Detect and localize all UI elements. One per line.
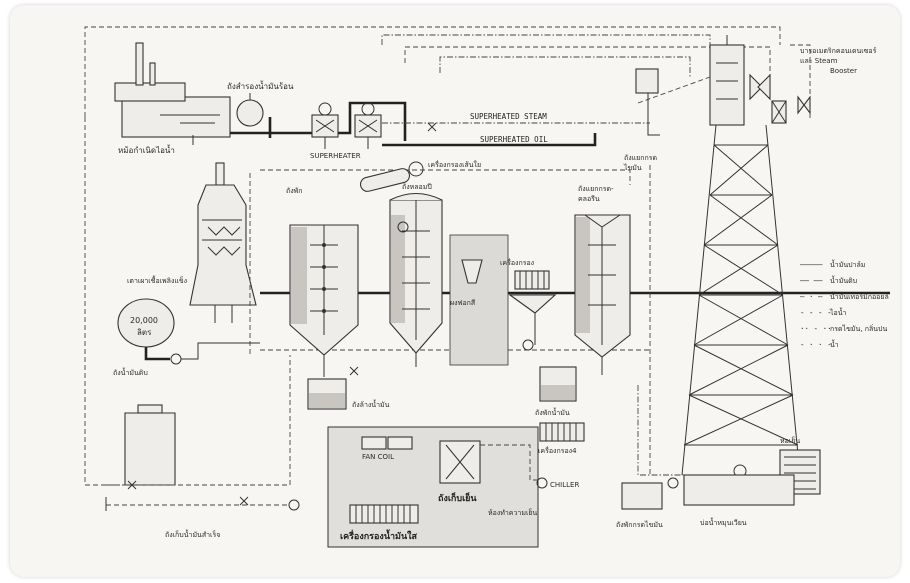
capacity-unit: ลิตร <box>137 328 152 337</box>
vacuum-note-1: บารอเมตริกคอนเดนเซอร์ <box>800 47 877 55</box>
crude-oil-tank: 20,000 ลิตร <box>118 299 181 364</box>
finished-tank-label: ถังเก็บน้ำมันสำเร็จ <box>165 528 220 539</box>
chiller-label: CHILLER <box>550 481 579 489</box>
tank-b-label: ถังหลอมปี <box>402 183 432 191</box>
capacity-value: 20,000 <box>130 316 158 325</box>
filter-machine-label: เครื่องกรองเส้นใย <box>428 160 481 169</box>
svg-text:น้ำมันเทอร์มิกออยล์: น้ำมันเทอร์มิกออยล์ <box>830 290 889 301</box>
acid-col-label: ถังแยกกรด- <box>578 185 614 193</box>
acid-separator-column <box>575 215 630 375</box>
legend-item: - · · - น้ำ <box>800 338 839 349</box>
svg-text:กรดไขมัน, กลิ่นปน: กรดไขมัน, กลิ่นปน <box>830 324 887 333</box>
wash-tank <box>308 379 346 409</box>
fat-heater-label: เตาเผาเชื้อเพลิงแข็ง <box>127 274 187 285</box>
cooling-pond-label: บ่อน้ำหมุนเวียน <box>700 516 747 527</box>
legend-item: ·· - ·· กรดไขมัน, กลิ่นปน <box>800 324 887 333</box>
heater-tower <box>190 163 256 323</box>
crude-oil-tank-label: ถังน้ำมันดิบ <box>113 366 148 377</box>
steam-booster <box>750 75 810 123</box>
vacuum-note-3: Booster <box>830 67 857 75</box>
hot-oil-tank-label: ถังสำรองน้ำมันร้อน <box>227 80 294 91</box>
vacuum-note-2: และ Steam <box>800 57 838 65</box>
legend-item: ————— น้ำมันปาล์ม <box>800 258 865 269</box>
superheater-label: SUPERHEATER <box>310 152 361 160</box>
acid-tank-label: ถังพักกรดไขมัน <box>616 520 663 529</box>
legend-item: —— —— น้ำมันดิบ <box>800 274 857 285</box>
filter-col-label: ถังแยกกรด <box>624 154 657 162</box>
filter-4 <box>540 423 584 441</box>
melting-tank-b <box>390 194 442 368</box>
svg-text:ไอน้ำ: ไอน้ำ <box>829 306 847 317</box>
superheated-oil-label: SUPERHEATED OIL <box>480 135 548 144</box>
wash-tank-label: ถังล้างน้ำมัน <box>352 398 390 409</box>
cold-room-label: ห้องทำความเย็น <box>488 508 537 517</box>
boiler <box>115 43 230 145</box>
legend-item: — · — น้ำมันเทอร์มิกออยล์ <box>800 290 889 301</box>
svg-text:—————: ————— <box>800 260 823 269</box>
superheater <box>312 103 381 149</box>
process-flow-diagram: หม้อกำเนิดไอน้ำ ถังสำรองน้ำมันร้อน SUPER… <box>10 5 900 577</box>
svg-text:- - - -: - - - - <box>800 308 832 317</box>
filter-press <box>510 271 555 350</box>
hot-oil-tank <box>237 93 263 126</box>
legend: ————— น้ำมันปาล์ม —— —— น้ำมันดิบ — · — … <box>800 258 889 349</box>
svg-text:·· - ··: ·· - ·· <box>800 324 832 333</box>
bleach-label: ผงฟอกสี <box>450 299 476 307</box>
boiler-label: หม้อกำเนิดไอน้ำ <box>118 144 175 155</box>
superheated-steam-label: SUPERHEATED STEAM <box>470 112 547 121</box>
finished-oil-tank <box>125 405 175 485</box>
fatty-acid-tank <box>622 483 662 509</box>
svg-text:น้ำมันดิบ: น้ำมันดิบ <box>830 274 857 285</box>
diagram-frame: หม้อกำเนิดไอน้ำ ถังสำรองน้ำมันร้อน SUPER… <box>10 5 900 577</box>
tank-a-label: ถังพัก <box>286 187 303 195</box>
holding-tank-a <box>290 225 358 377</box>
filter84-label: เครื่องกรอง4 <box>538 446 577 455</box>
svg-text:—— ——: —— —— <box>800 276 823 285</box>
fan-coil-label: FAN COIL <box>362 453 394 461</box>
legend-item: - - - - ไอน้ำ <box>800 306 847 317</box>
filter-col-label-2: ไขมัน <box>623 163 642 172</box>
cooling-unit-label: หอเย็น <box>780 436 800 445</box>
svg-text:- · · -: - · · - <box>800 340 832 349</box>
settling-tank-label: ถังพักน้ำมัน <box>535 406 570 417</box>
acid-col-label-2: คลอรีน <box>578 195 600 203</box>
oil-settling-tank <box>540 367 576 401</box>
svg-text:— · —: — · — <box>800 292 823 301</box>
filter-press-label: เครื่องกรอง <box>500 258 534 267</box>
svg-text:น้ำมันปาล์ม: น้ำมันปาล์ม <box>830 258 865 269</box>
